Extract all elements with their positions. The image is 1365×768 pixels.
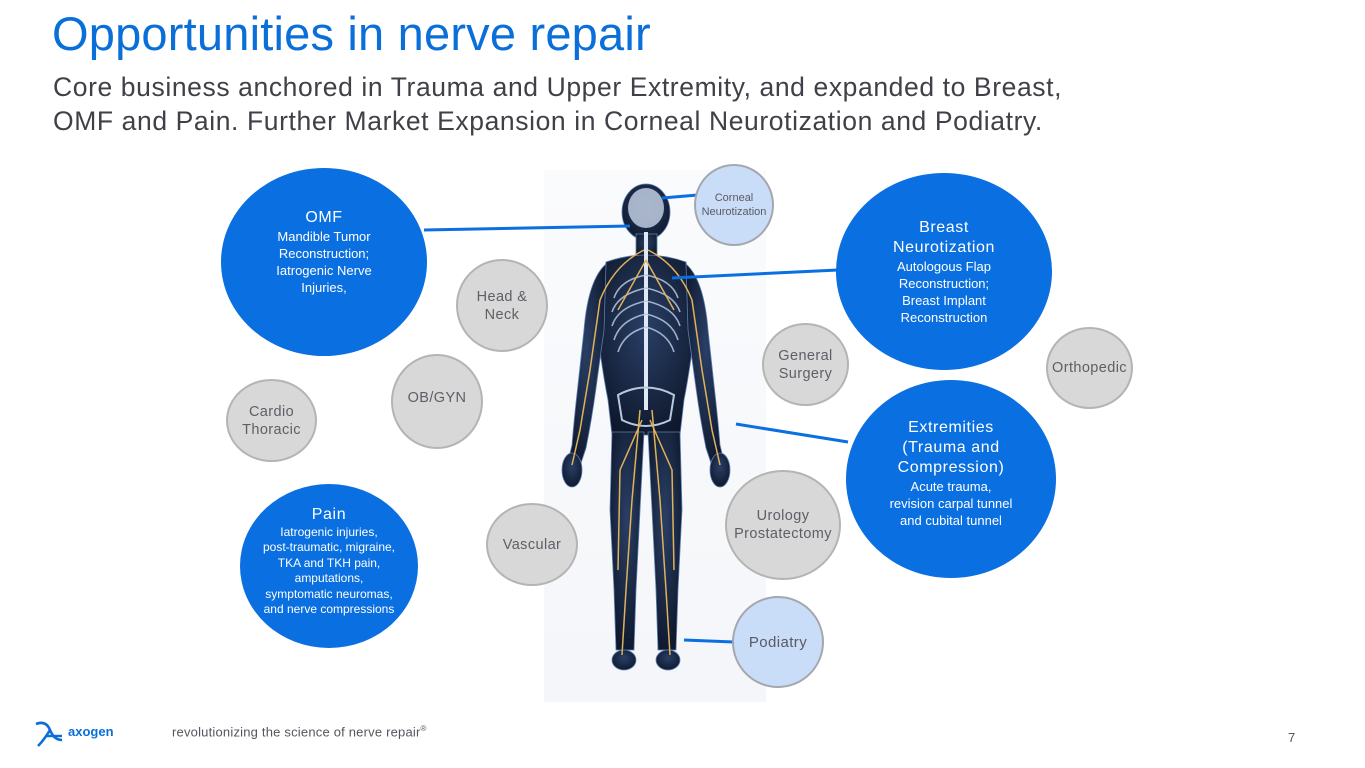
corneal-label-1: Corneal [714, 192, 754, 204]
pain-detail-1: Iatrogenic injuries, [280, 524, 378, 539]
breast-detail-2: Reconstruction; [898, 275, 990, 291]
breast-heading-1: Breast [919, 218, 969, 236]
extremities-detail-3: and cubital tunnel [900, 512, 1002, 528]
corneal-label-2: Neurotization [701, 206, 767, 218]
omf-detail-4: Injuries, [301, 280, 347, 295]
omf-detail-1: Mandible Tumor [277, 229, 371, 244]
pain-heading: Pain [311, 505, 347, 523]
urology-label-1: Urology [756, 508, 810, 524]
urology-label-2: Prostatectomy [734, 526, 832, 542]
head-neck-circle: Head & Neck [456, 259, 548, 352]
omf-circle: OMF Mandible Tumor Reconstruction; Iatro… [221, 168, 427, 356]
orthopedic-circle: Orthopedic [1046, 327, 1133, 409]
general-surgery-circle: General Surgery [762, 323, 849, 406]
pain-detail-3: TKA and TKH pain, [277, 555, 381, 570]
pain-circle: Pain Iatrogenic injuries, post-traumatic… [240, 484, 418, 648]
pain-detail-2: post-traumatic, migraine, [262, 540, 396, 554]
head-neck-label-1: Head & [476, 288, 528, 305]
slide-title: Opportunities in nerve repair [52, 7, 651, 60]
vascular-label: Vascular [502, 536, 562, 553]
page-number: 7 [1288, 730, 1296, 745]
podiatry-circle: Podiatry [732, 596, 824, 688]
general-surgery-label-1: General [778, 347, 833, 364]
omf-detail-2: Reconstruction; [278, 246, 370, 261]
nervous-system-illustration [544, 170, 766, 702]
extremities-heading-2: (Trauma and [902, 438, 1000, 456]
extremities-heading-1: Extremities [908, 418, 994, 436]
extremities-detail-2: revision carpal tunnel [889, 495, 1013, 511]
corneal-circle: Corneal Neurotization [694, 164, 774, 246]
breast-detail-3: Breast Implant [902, 292, 986, 308]
ob-gyn-circle: OB/GYN [391, 354, 483, 449]
cardio-label-2: Thoracic [242, 421, 301, 438]
omf-detail-3: Iatrogenic Nerve [276, 263, 372, 278]
omf-heading: OMF [305, 209, 343, 226]
extremities-circle: Extremities (Trauma and Compression) Acu… [846, 380, 1056, 578]
extremities-heading-3: Compression) [897, 458, 1005, 476]
axogen-logo-icon [35, 721, 63, 747]
breast-detail-1: Autologous Flap [897, 258, 991, 274]
cardio-label-1: Cardio [248, 403, 295, 420]
axogen-logo-text: axogen [68, 724, 114, 739]
ob-gyn-label: OB/GYN [407, 389, 467, 406]
breast-circle: Breast Neurotization Autologous Flap Rec… [836, 173, 1052, 370]
pain-detail-6: and nerve compressions [263, 602, 395, 616]
cardio-thoracic-circle: Cardio Thoracic [226, 379, 317, 462]
vascular-circle: Vascular [486, 503, 578, 586]
breast-detail-4: Reconstruction [900, 309, 988, 325]
subtitle-line-2: OMF and Pain. Further Market Expansion i… [53, 106, 1043, 136]
footer-tagline: revolutionizing the science of nerve rep… [172, 724, 427, 739]
podiatry-label: Podiatry [748, 633, 808, 651]
extremities-detail-1: Acute trauma, [910, 478, 992, 494]
pain-detail-4: amputations, [294, 571, 364, 585]
breast-heading-2: Neurotization [892, 238, 996, 256]
tagline-text: revolutionizing the science of nerve rep… [172, 724, 421, 740]
urology-circle: Urology Prostatectomy [725, 470, 841, 580]
subtitle-line-1: Core business anchored in Trauma and Upp… [53, 72, 1063, 102]
head-neck-label-2: Neck [484, 306, 520, 323]
slide-subtitle: Core business anchored in Trauma and Upp… [53, 70, 1253, 138]
registered-mark: ® [420, 724, 427, 733]
pain-detail-5: symptomatic neuromas, [265, 586, 393, 601]
orthopedic-label: Orthopedic [1052, 360, 1127, 376]
general-surgery-label-2: Surgery [778, 365, 833, 382]
